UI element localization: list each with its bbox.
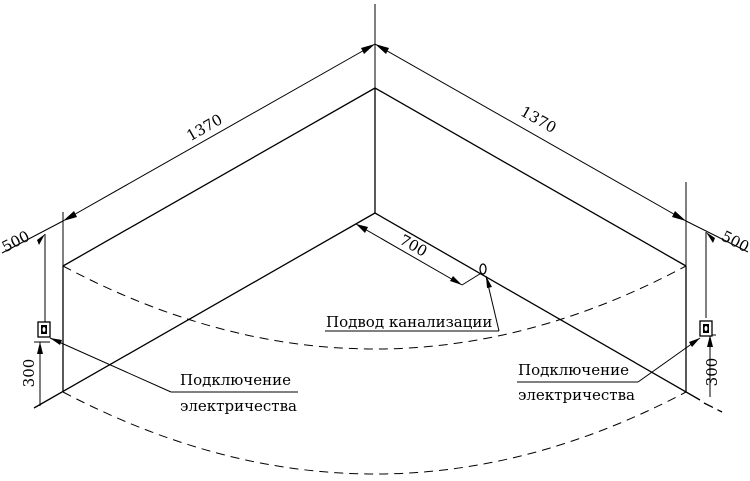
right-floor-line	[374, 212, 701, 401]
arrow-drain-leader	[486, 276, 492, 288]
left-outlet-label-line1: Подключение	[180, 371, 291, 389]
arrow-right-300-top	[707, 335, 713, 347]
arrow-right-1370-end	[672, 211, 686, 221]
arrow-drain-end	[450, 276, 462, 285]
arrow-right-500	[706, 232, 715, 243]
top-dimension-arrows	[63, 44, 686, 221]
arrow-left-1370-end	[63, 211, 77, 221]
left-500-dimension-line	[1, 220, 64, 254]
arrow-left-outlet-leader	[50, 338, 62, 345]
left-1370-dimension-line	[62, 43, 376, 222]
drain-dimension-tail	[461, 271, 484, 286]
arrow-drain-start	[356, 224, 368, 233]
drain-dimension	[355, 223, 484, 286]
right-wall-top-edge	[374, 87, 687, 267]
right-wall-length-label: 1370	[517, 102, 559, 136]
left-floor-line	[33, 212, 376, 409]
right-outlet-height-label: 300	[703, 358, 721, 387]
right-1370-dimension-line	[374, 43, 687, 222]
outer-arc	[62, 391, 687, 475]
left-outlet-label-line2: электричества	[180, 397, 297, 415]
drain-dimension-line	[355, 223, 463, 286]
left-socket-icon	[37, 321, 51, 338]
drain-offset-label: 700	[397, 231, 431, 261]
right-outlet-label-line1: Подключение	[518, 361, 629, 379]
left-outlet-height-label: 300	[20, 359, 38, 388]
right-floor-line-dash	[703, 402, 723, 413]
arrow-right-1370-corner	[375, 44, 389, 54]
inner-arc	[62, 265, 687, 350]
arrow-right-outlet-leader	[689, 338, 700, 347]
left-outlet-leader	[49, 337, 298, 393]
left-side-offset-label: 500	[0, 227, 33, 256]
left-wall-top-edge	[62, 87, 376, 267]
right-outlet-label-line2: электричества	[518, 386, 635, 404]
arrow-left-300-top	[37, 342, 43, 354]
walls	[33, 87, 701, 409]
right-500-dimension-line	[685, 220, 749, 253]
right-socket-icon	[699, 320, 713, 337]
left-wall-length-label: 1370	[183, 110, 225, 144]
top-dimensions	[62, 4, 687, 266]
drain-label: Подвод канализации	[326, 313, 492, 331]
right-outlet-leader	[517, 337, 701, 383]
arrow-left-500	[37, 234, 45, 245]
drain-pipe-icon	[479, 263, 487, 275]
arrow-left-1370-corner	[361, 44, 375, 54]
bathtub-outline	[62, 265, 687, 475]
right-side-offset-label: 500	[718, 227, 750, 256]
